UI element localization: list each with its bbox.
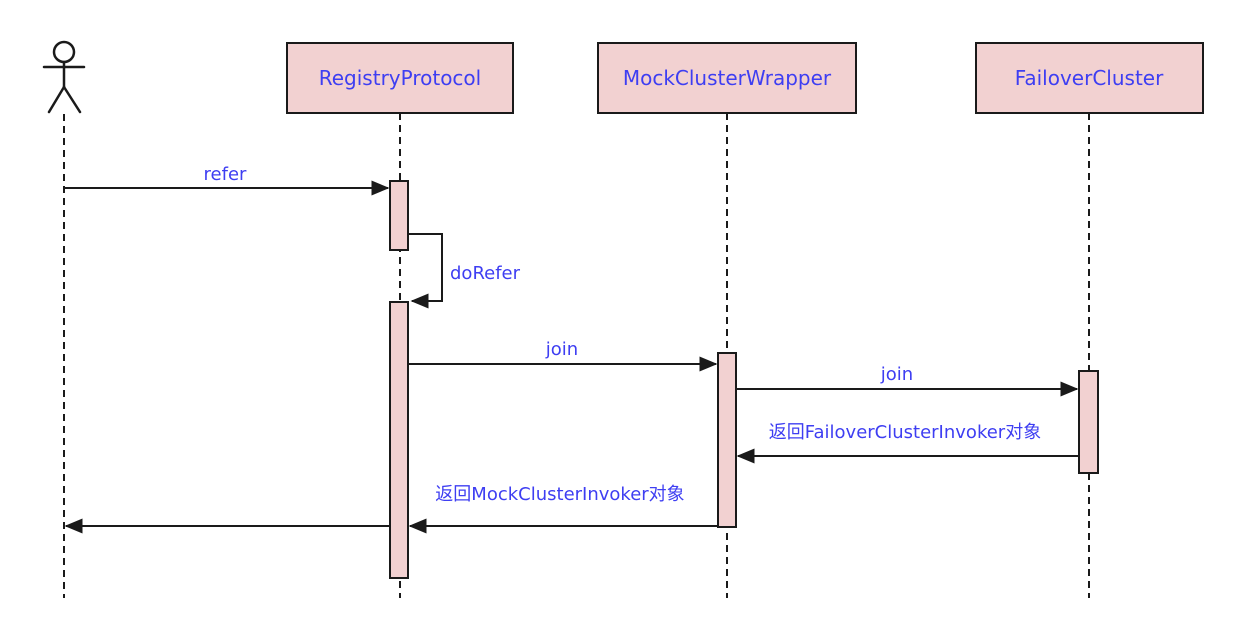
message-return-mockclusterinvoker-label: 返回MockClusterInvoker对象 (435, 484, 684, 505)
participant-box-registryprotocol (286, 42, 514, 114)
actor-right-leg (62, 85, 82, 114)
actor-left-leg (47, 85, 66, 114)
message-join-2: join (736, 364, 1079, 397)
message-dorefer: doRefer (408, 233, 521, 309)
participant-label-failovercluster: FailoverCluster (1015, 66, 1164, 90)
participant-box-failovercluster (975, 42, 1204, 114)
message-dorefer-arrow (408, 233, 443, 309)
participant-label-registryprotocol: RegistryProtocol (319, 66, 481, 90)
message-join-1-label: join (545, 339, 578, 360)
participant-box-mockclusterwrapper (597, 42, 857, 114)
activation-failovercluster (1078, 370, 1099, 474)
message-return-failoverclusterinvoker: 返回FailoverClusterInvoker对象 (736, 422, 1079, 464)
message-join-2-label: join (880, 364, 913, 385)
message-refer-label: refer (204, 164, 247, 185)
message-return-failoverclusterinvoker-label: 返回FailoverClusterInvoker对象 (769, 422, 1041, 443)
message-refer: refer (64, 164, 390, 196)
message-return-mockclusterinvoker: 返回MockClusterInvoker对象 (408, 484, 718, 534)
actor-figure (42, 40, 86, 114)
participant-registryprotocol: RegistryProtocol (286, 42, 514, 114)
activation-registryprotocol-1 (389, 180, 409, 251)
activation-registryprotocol-2 (389, 301, 409, 579)
activation-bars (389, 180, 1099, 579)
activation-mockclusterwrapper (717, 352, 737, 528)
actor-head (52, 40, 76, 64)
participant-label-mockclusterwrapper: MockClusterWrapper (623, 66, 832, 90)
message-dorefer-label: doRefer (450, 263, 521, 284)
participant-failovercluster: FailoverCluster (975, 42, 1204, 114)
message-join-1: join (408, 339, 718, 372)
participant-mockclusterwrapper: MockClusterWrapper (597, 42, 857, 114)
